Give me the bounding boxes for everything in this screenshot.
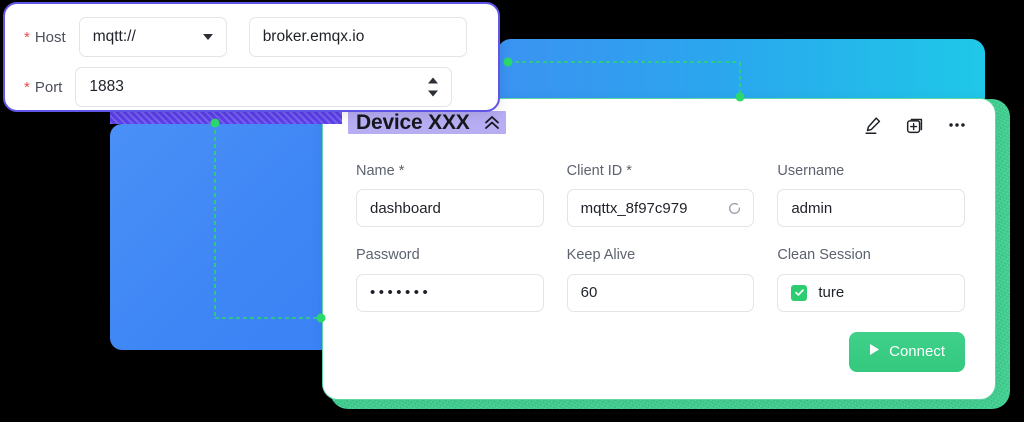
- caret-down-icon[interactable]: [428, 90, 439, 97]
- port-stepper[interactable]: [428, 77, 439, 97]
- client-id-input-value: mqttx_8f97c979: [580, 199, 688, 217]
- field-label-password: Password: [356, 247, 420, 264]
- device-card-header: Device XXX: [323, 99, 995, 155]
- device-title-group: Device XXX: [356, 111, 504, 135]
- field-password: Password •••••••: [356, 247, 544, 312]
- keep-alive-input[interactable]: 60: [566, 273, 755, 312]
- field-client-id: Client ID * mqttx_8f97c979: [566, 163, 755, 228]
- connect-row: Connect: [356, 331, 965, 372]
- required-star-host: *: [24, 28, 30, 46]
- username-input-value: admin: [791, 199, 833, 217]
- field-username: Username admin: [777, 163, 966, 228]
- connect-button-label: Connect: [889, 343, 945, 361]
- keep-alive-input-value: 60: [580, 284, 598, 302]
- name-input[interactable]: dashboard: [356, 189, 544, 228]
- more-icon[interactable]: [945, 113, 969, 137]
- field-label-username: Username: [777, 163, 845, 179]
- duplicate-icon[interactable]: [903, 113, 927, 137]
- clean-session-value: ture: [818, 284, 845, 302]
- device-form-card: Device XXX: [322, 98, 996, 400]
- field-label-keep-alive: Keep Alive: [566, 247, 636, 264]
- protocol-select-value: mqtt://: [92, 28, 136, 45]
- host-label-group: *Host: [24, 29, 66, 46]
- host-address-input[interactable]: broker.emqx.io: [248, 17, 467, 57]
- field-name: Name * dashboard: [356, 163, 544, 228]
- host-row: *Host mqtt:// broker.emqx.io: [24, 17, 467, 57]
- port-input-value: 1883: [89, 78, 124, 95]
- connect-button[interactable]: Connect: [849, 331, 965, 372]
- protocol-select[interactable]: mqtt://: [78, 17, 227, 57]
- host-label: Host: [34, 28, 66, 46]
- field-clean-session: Clean Session ture: [777, 247, 966, 312]
- card-action-icons: [861, 113, 969, 137]
- host-port-dialog: *Host mqtt:// broker.emqx.io *Port 1883: [3, 2, 500, 112]
- form-row-1: Name * dashboard Client ID * mqttx_8f97c…: [356, 163, 966, 228]
- port-label-group: *Port: [24, 79, 62, 96]
- field-label-clean-session: Clean Session: [777, 247, 871, 264]
- port-label: Port: [34, 78, 63, 96]
- password-input[interactable]: •••••••: [356, 273, 544, 312]
- field-label-client-id: Client ID *: [566, 163, 632, 179]
- host-address-value: broker.emqx.io: [262, 28, 365, 45]
- page-title: Device XXX: [356, 111, 470, 134]
- refresh-icon[interactable]: [727, 201, 742, 216]
- checkmark-icon[interactable]: [791, 284, 808, 301]
- client-id-input[interactable]: mqttx_8f97c979: [566, 189, 755, 228]
- background-card-blue: [110, 124, 342, 350]
- name-input-value: dashboard: [370, 199, 441, 217]
- username-input[interactable]: admin: [777, 189, 966, 228]
- field-keep-alive: Keep Alive 60: [566, 247, 755, 312]
- double-chevron-up-icon[interactable]: [480, 111, 504, 135]
- required-star-port: *: [24, 78, 30, 96]
- selection-strip-purple: [110, 110, 342, 124]
- form-row-2: Password ••••••• Keep Alive 60 Clean Ses…: [356, 247, 966, 312]
- field-label-name: Name *: [356, 163, 405, 179]
- caret-up-icon[interactable]: [428, 77, 439, 84]
- title-selection-highlight: [348, 111, 506, 134]
- edit-icon[interactable]: [861, 113, 885, 137]
- port-row: *Port 1883: [24, 67, 453, 107]
- play-icon: [869, 343, 880, 360]
- password-input-value: •••••••: [370, 284, 432, 302]
- device-form-fields: Name * dashboard Client ID * mqttx_8f97c…: [356, 163, 966, 372]
- chevron-down-icon[interactable]: [202, 34, 213, 40]
- port-input[interactable]: 1883: [75, 67, 453, 107]
- clean-session-input[interactable]: ture: [777, 273, 966, 312]
